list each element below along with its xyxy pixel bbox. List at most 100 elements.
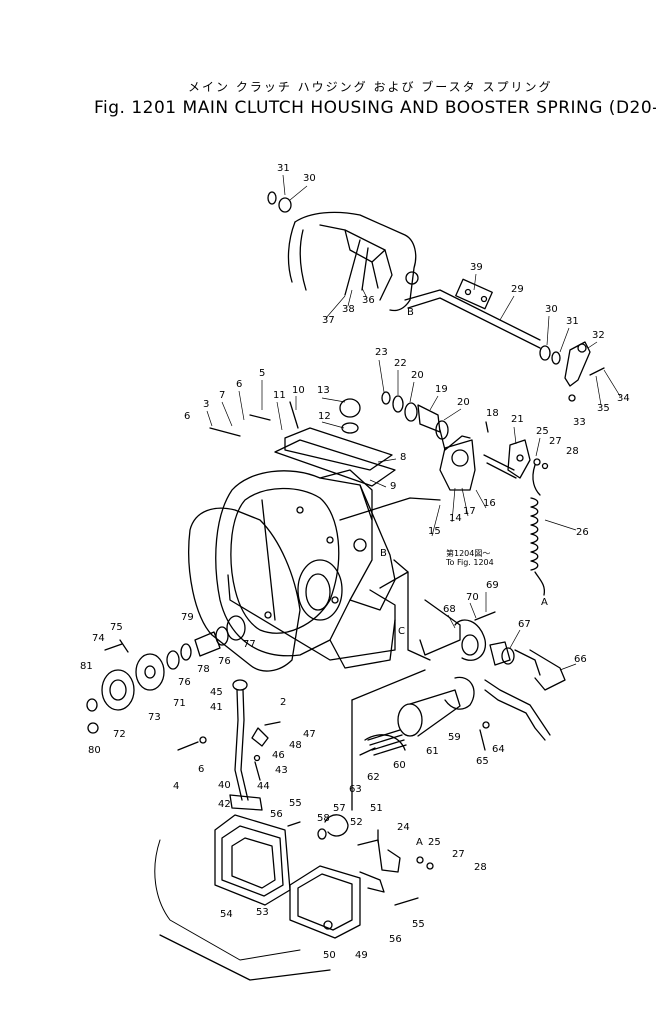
part-number-label: 65 [476,756,489,767]
figure-title: Fig. 1201 MAIN CLUTCH HOUSING AND BOOSTE… [94,98,656,118]
part-number-label: 3 [203,399,209,410]
part-number-label: 69 [486,580,499,591]
cover-plate-drawing [209,398,396,487]
callout-letter: B [407,307,414,318]
part-number-label: 63 [349,784,362,795]
part-number-label: 20 [457,397,470,408]
part-number-label: 66 [574,654,587,665]
part-number-label: 54 [220,909,233,920]
main-clutch-housing-drawing [215,469,441,669]
part-number-label: 25 [428,837,441,848]
input-shaft-group-drawing [86,615,246,734]
part-number-label: 68 [443,604,456,615]
part-number-label: 13 [317,385,330,396]
part-number-label: 6 [184,411,190,422]
part-number-label: 47 [303,729,316,740]
booster-spring-drawing [530,464,546,596]
part-number-label: 56 [389,934,402,945]
part-number-label: 67 [518,619,531,630]
part-number-label: 58 [317,813,330,824]
part-number-label: 21 [511,414,524,425]
part-number-label: 30 [303,173,316,184]
part-number-label: 22 [394,358,407,369]
part-number-label: 51 [370,803,383,814]
part-number-label: 76 [178,677,191,688]
part-number-label: 52 [350,817,363,828]
part-number-label: 31 [566,316,579,327]
part-number-label: 72 [113,729,126,740]
part-number-label: 40 [218,780,231,791]
part-number-label: 57 [333,803,346,814]
part-number-label: 36 [362,295,375,306]
gasket-drawing [188,507,301,672]
part-number-label: 81 [80,661,93,672]
part-number-label: 64 [492,744,505,755]
figure-title-japanese: メイン クラッチ ハウジング および ブースタ スプリング [188,80,553,94]
bearing-stack-drawing [381,391,549,491]
part-number-label: 61 [426,746,439,757]
reference-note-japanese: 第1204図～ [446,548,490,558]
part-number-label: 34 [617,393,630,404]
part-number-label: 73 [148,712,161,723]
reference-note: To Fig. 1204 [445,558,494,567]
part-number-label: 79 [181,612,194,623]
part-number-label: 27 [549,436,562,447]
part-number-label: 12 [318,411,331,422]
part-number-label: 19 [435,384,448,395]
callout-letter: A [416,837,423,848]
part-number-label: 10 [292,385,305,396]
part-number-label: 78 [197,664,210,675]
part-number-label: 53 [256,907,269,918]
part-number-label: 28 [566,446,579,457]
lower-cover-group-drawing [214,814,434,939]
callout-letter: B [380,548,387,559]
part-number-label: 39 [470,262,483,273]
part-number-label: 37 [322,315,335,326]
part-number-label: 56 [270,809,283,820]
part-number-label: 24 [397,822,410,833]
part-number-label: 5 [259,368,265,379]
part-number-label: 41 [210,702,223,713]
part-number-label: 7 [219,390,225,401]
part-number-label: 6 [198,764,204,775]
part-number-label: 35 [597,403,610,414]
part-number-label: 74 [92,633,105,644]
part-number-label: 30 [545,304,558,315]
part-number-label: 8 [400,452,406,463]
callout-letter: C [398,626,405,637]
part-number-label: 33 [573,417,586,428]
part-number-label: 17 [463,506,476,517]
part-number-label: 44 [257,781,270,792]
part-number-label: 29 [511,284,524,295]
part-number-label: 48 [289,740,302,751]
part-number-label: 9 [390,481,396,492]
part-number-label: 2 [280,697,286,708]
part-number-label: 59 [448,732,461,743]
part-number-label: 15 [428,526,441,537]
part-number-label: 14 [449,513,462,524]
part-number-label: 70 [466,592,479,603]
part-number-label: 25 [536,426,549,437]
part-number-label: 75 [110,622,123,633]
part-number-label: 4 [173,781,179,792]
part-number-label: 32 [592,330,605,341]
part-number-label: 18 [486,408,499,419]
part-number-label: 77 [243,639,256,650]
part-number-label: 62 [367,772,380,783]
part-number-label: 45 [210,687,223,698]
part-number-label: 23 [375,347,388,358]
part-number-label: 49 [355,950,368,961]
part-number-label: 28 [474,862,487,873]
part-number-label: 27 [452,849,465,860]
part-number-label: 38 [342,304,355,315]
part-number-label: 76 [218,656,231,667]
callout-letter: A [541,597,548,608]
part-number-label: 60 [393,760,406,771]
oil-pipe-drawing [177,679,281,811]
part-number-label: 31 [277,163,290,174]
part-number-label: 16 [483,498,496,509]
part-number-label: 11 [273,390,286,401]
upper-housing-drawing [267,191,605,402]
lower-housing-drawing [227,574,396,661]
